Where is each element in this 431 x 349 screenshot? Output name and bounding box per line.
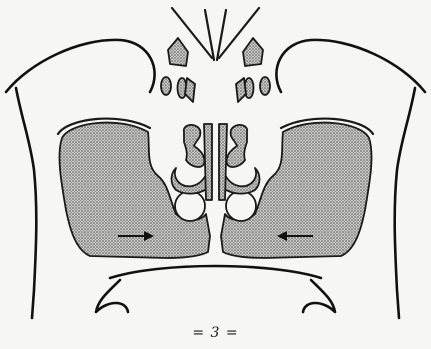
right-ethmoid-cell-middle xyxy=(185,78,195,102)
left-turbinate-upper xyxy=(184,125,205,167)
left-ethmoid-cell-upper xyxy=(168,38,188,66)
left-turbinate-lower xyxy=(172,168,209,194)
right-ethmoid-cell-small-1 xyxy=(260,77,270,95)
right-ethmoid-cell-upper xyxy=(243,38,263,66)
right-septum-plate xyxy=(219,124,227,200)
right-alveolar-hook xyxy=(303,280,335,312)
left-ethmoid-cell-middle xyxy=(236,78,246,102)
left-alveolar-hook xyxy=(96,280,128,312)
left-ethmoid-cell-small-1 xyxy=(161,77,171,95)
right-ostium-hollow xyxy=(226,191,256,221)
right-turbinate-lower xyxy=(223,168,260,194)
left-septum-plate xyxy=(204,124,212,200)
left-orbit-outline xyxy=(6,40,155,92)
page-number-label: = 3 = xyxy=(0,325,431,341)
right-turbinate-upper xyxy=(227,125,248,167)
left-ostium-hollow xyxy=(175,191,205,221)
right-face-wall xyxy=(395,88,415,318)
left-face-wall xyxy=(16,88,36,318)
palate-arch xyxy=(110,266,321,278)
right-orbit-outline xyxy=(276,40,425,92)
